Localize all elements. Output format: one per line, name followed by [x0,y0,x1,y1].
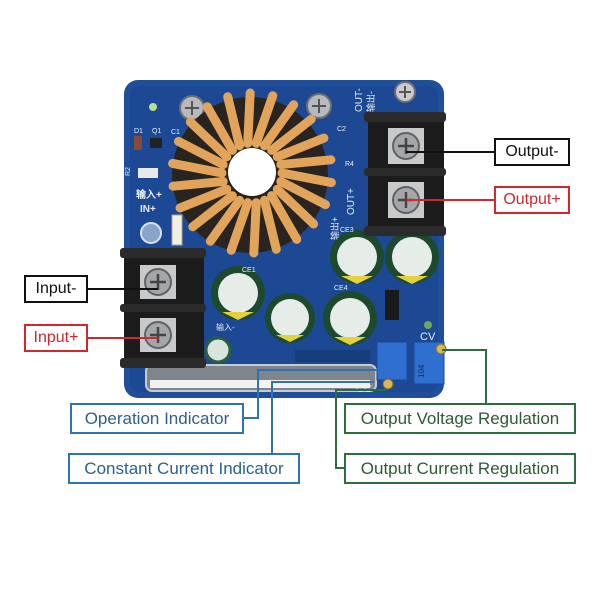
coil-winding [185,117,232,162]
silk-in-plus: IN+ [140,204,156,215]
silk-r4: R4 [345,161,354,168]
silk-pot-code: 104 [417,364,426,378]
coil-winding [175,184,232,213]
coil-winding [277,168,336,188]
coil-winding [226,198,253,255]
coil-winding [259,195,281,254]
silk-d1: D1 [134,128,143,135]
pot-voltage [413,341,447,385]
leader-operation-indicator [244,369,380,419]
leader-output-current [335,389,386,469]
silk-out-plus-cn: 输出+ [329,217,340,240]
silk-ce1: CE1 [242,267,256,274]
silk-cv: CV [420,331,436,343]
small-capacitor [204,336,232,364]
pot-current [376,341,408,390]
smd-r2 [138,168,158,178]
coil-winding [249,198,261,258]
capacitor-ce3 [330,230,384,284]
coil-winding [267,191,302,244]
capacitor-mid [265,293,315,343]
callout-output-voltage-regulation: Output Voltage Regulation [344,403,576,434]
ic-chip [385,290,399,320]
diode-bar-highlight [150,380,370,388]
silk-in-minus-cn: 输入- [216,322,235,332]
coil-winding [168,176,228,191]
leader-constant-current-indicator [271,381,374,455]
coil-winding [188,191,237,232]
callout-output-minus: Output- [494,138,570,166]
led-indicator-top [149,103,157,111]
coil-winding [223,92,245,151]
leader-lines [88,151,494,469]
coil-winding [251,91,278,148]
silk-out-minus-cn: 输出- [365,91,376,112]
mounting-hole-left [140,222,162,244]
callout-input-minus: Input- [24,275,88,303]
capacitor-ce1 [211,266,265,320]
silk-in-plus-cn: 输入+ [136,188,162,201]
leader-output-voltage [442,349,487,404]
silk-c1: C1 [171,129,180,136]
silk-ce3: CE3 [340,227,354,234]
silk-c2: C2 [337,126,346,133]
callout-operation-indicator: Operation Indicator [70,403,244,434]
input-terminal-block [120,248,206,368]
coil-winding [272,133,329,162]
coil-winding [205,195,245,246]
silk-q1: Q1 [152,128,161,135]
smd-q1 [150,138,162,148]
silk-ce4: CE4 [334,285,348,292]
capacitor-ce4 [323,291,377,345]
callout-output-plus: Output+ [494,186,570,214]
smd-d1 [134,136,142,150]
coil-winding [243,88,255,148]
silkscreen: D1 Q1 C1 C2 R4 CE1 CE3 CE4 R2 输入+ IN+ 输入… [125,88,436,395]
silk-out-minus: OUT- [354,88,365,112]
toroid-inductor [168,88,336,258]
coil-winding [173,136,228,170]
coil-winding [168,158,227,178]
silk-r2: R2 [125,167,132,176]
coil-winding [267,114,316,155]
cv-led [424,321,432,329]
output-terminal-block [364,112,446,236]
callout-constant-current-indicator: Constant Current Indicator [68,453,300,484]
coil-winding [202,102,237,155]
ic-strip [295,350,370,362]
coil-winding [272,184,319,229]
coil-winding [276,155,336,170]
silk-out-plus: OUT+ [346,188,357,215]
coil-winding [259,100,299,151]
fuse [171,214,183,246]
callout-input-plus: Input+ [24,324,88,352]
coil-winding [276,176,331,210]
capacitor-out [385,230,439,284]
callout-output-current-regulation: Output Current Regulation [344,453,576,484]
